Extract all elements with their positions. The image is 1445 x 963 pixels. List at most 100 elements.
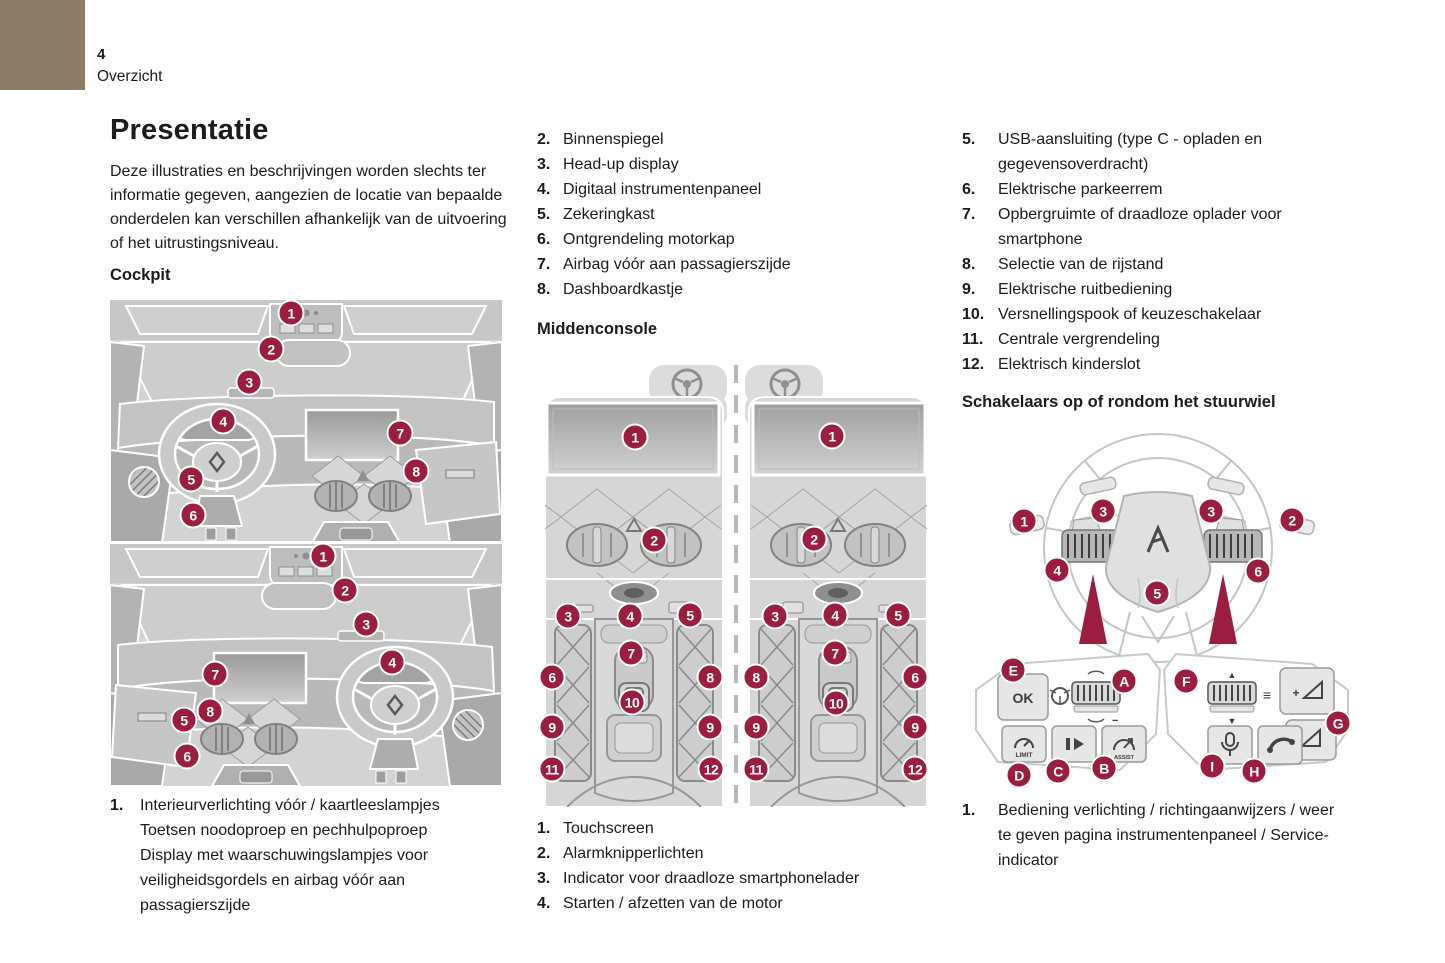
callout-badge: 4 [821, 601, 849, 629]
letter-callout-badge: D [1005, 761, 1033, 789]
callout-badge: 1 [818, 422, 846, 450]
list-item: 8.Dashboardkastje [537, 281, 684, 298]
steering-wheel-legend-item: 1. Bediening verlichting / richtingaanwi… [962, 802, 1335, 869]
arrow-up-icon: ▲ [1228, 670, 1237, 680]
pointer-triangle-left [1079, 574, 1107, 644]
callout-badge: 2 [640, 526, 668, 554]
microphone-icon [1221, 732, 1239, 756]
callout-badge: 3 [1197, 497, 1225, 525]
list-item: 8.Selectie van de rijstand [962, 256, 1164, 273]
callout-badge: 2 [331, 576, 359, 604]
callout-badge: 8 [402, 457, 430, 485]
callout-badge: 4 [616, 602, 644, 630]
callout-badge: 6 [1244, 557, 1272, 585]
cockpit-legend-item: 1. Interieurverlichting vóór / kaartlees… [110, 793, 486, 918]
callout-badge: 5 [177, 465, 205, 493]
list-item: 11.Centrale vergrendeling [962, 331, 1160, 348]
list-item: 6.Elektrische parkeerrem [962, 181, 1163, 198]
legend-item: 2.Alarmknipperlichten [537, 845, 704, 862]
cockpit-heading: Cockpit [110, 266, 171, 284]
right-paddle [1207, 476, 1245, 496]
callout-badge: 7 [201, 660, 229, 688]
console-heading: Middenconsole [537, 320, 658, 338]
steering-wheel-drawing: OK + − LIMIT [975, 433, 1349, 772]
callout-badge: 3 [1089, 497, 1117, 525]
airbag-pad [1104, 491, 1212, 614]
cockpit-lhd-view [108, 298, 504, 545]
minus-icon: − [1112, 715, 1118, 727]
letter-callout-badge: H [1240, 757, 1268, 785]
callout-badge: 8 [696, 663, 724, 691]
legend-item: 1.Touchscreen [537, 820, 654, 837]
cockpit-item-list: 2.Binnenspiegel 3.Head-up display 4.Digi… [537, 127, 927, 302]
left-thumbwheel-cluster [1061, 517, 1121, 563]
callout-badge: 9 [538, 713, 566, 741]
callout-badge: 4 [209, 407, 237, 435]
list-item: 3.Head-up display [537, 156, 679, 173]
volume-up-icon: + [1292, 679, 1323, 700]
legend-text: Interieurverlichting vóór / kaartleeslam… [140, 793, 480, 918]
letter-callout-badge: B [1090, 754, 1118, 782]
callout-badge: 5 [884, 601, 912, 629]
callout-badge: 5 [676, 601, 704, 629]
letter-callout-badge: A [1110, 667, 1138, 695]
ok-button-label: OK [1013, 690, 1034, 706]
legend-line: Display met waarschuwingslampjes voor ve… [140, 847, 429, 914]
cockpit-rhd-view [108, 541, 504, 788]
callout-badge: 3 [352, 610, 380, 638]
callout-badge: 9 [901, 713, 929, 741]
page-number: 4 [97, 46, 106, 63]
arrow-down-icon: ▼ [1228, 716, 1237, 726]
ds-logo [1146, 524, 1170, 553]
right-switch-pod: ▲ ▼ ≡ + [1162, 652, 1349, 772]
callout-badge: 1 [277, 299, 305, 327]
letter-callout-badge: I [1198, 752, 1226, 780]
callout-badge: 3 [554, 602, 582, 630]
steering-wheel-heading: Schakelaars op of rondom het stuurwiel [962, 393, 1276, 411]
page-title: Presentatie [110, 114, 269, 146]
callout-badge: 12 [901, 755, 929, 783]
cruise-wheel-icon [1049, 687, 1071, 705]
callout-badge: 3 [761, 602, 789, 630]
callout-badge: 5 [170, 706, 198, 734]
list-item: 9.Elektrische ruitbediening [962, 281, 1173, 298]
legend-item: 4.Starten / afzetten van de motor [537, 895, 783, 912]
callout-badge: 8 [742, 663, 770, 691]
steering-wheel-illustration: OK + − LIMIT [962, 428, 1362, 800]
list-item: 4.Digitaal instrumentenpaneel [537, 181, 762, 198]
callout-badge: 4 [378, 648, 406, 676]
callout-badge: 7 [617, 639, 645, 667]
callout-badge: 1 [309, 542, 337, 570]
callout-badge: 10 [618, 688, 646, 716]
legend-number: 1. [110, 797, 124, 814]
letter-callout-badge: C [1044, 757, 1072, 785]
legend-item: 3.Indicator voor draadloze smartphonelad… [537, 870, 860, 887]
callout-badge: 7 [821, 639, 849, 667]
legend-line: Interieurverlichting vóór / kaartleeslam… [140, 797, 440, 814]
cockpit-drawing [108, 298, 504, 788]
letter-callout-badge: F [1172, 667, 1200, 695]
callout-badge: 1 [1010, 507, 1038, 535]
callout-badge: 12 [697, 755, 725, 783]
assist-icon: ASSIST [1113, 738, 1135, 761]
console-legend: 1.Touchscreen 2.Alarmknipperlichten 3.In… [537, 816, 927, 916]
callout-badge: 11 [742, 755, 770, 783]
callout-badge: 2 [257, 335, 285, 363]
callout-badge: 8 [196, 697, 224, 725]
callout-badge: 6 [179, 501, 207, 529]
callout-badge: 6 [538, 663, 566, 691]
list-item: 5.Zekeringkast [537, 206, 655, 223]
callout-badge: 6 [173, 742, 201, 770]
center-console-illustration: 1 2 3 4 5 7 6 8 10 9 9 11 12 1 2 3 4 5 7… [537, 357, 935, 809]
speed-limit-icon: LIMIT [1014, 738, 1034, 759]
letter-callout-badge: E [999, 656, 1027, 684]
callout-badge: 2 [800, 525, 828, 553]
list-item: 2.Binnenspiegel [537, 131, 664, 148]
callout-badge: 2 [1278, 506, 1306, 534]
callout-badge: 11 [538, 755, 566, 783]
list-item: 7.Opbergruimte of draadloze oplader voor… [962, 206, 1282, 248]
left-paddle [1079, 476, 1117, 496]
list-item: 10.Versnellingspook of keuzeschakelaar [962, 306, 1262, 323]
pointer-triangle-right [1209, 574, 1237, 644]
